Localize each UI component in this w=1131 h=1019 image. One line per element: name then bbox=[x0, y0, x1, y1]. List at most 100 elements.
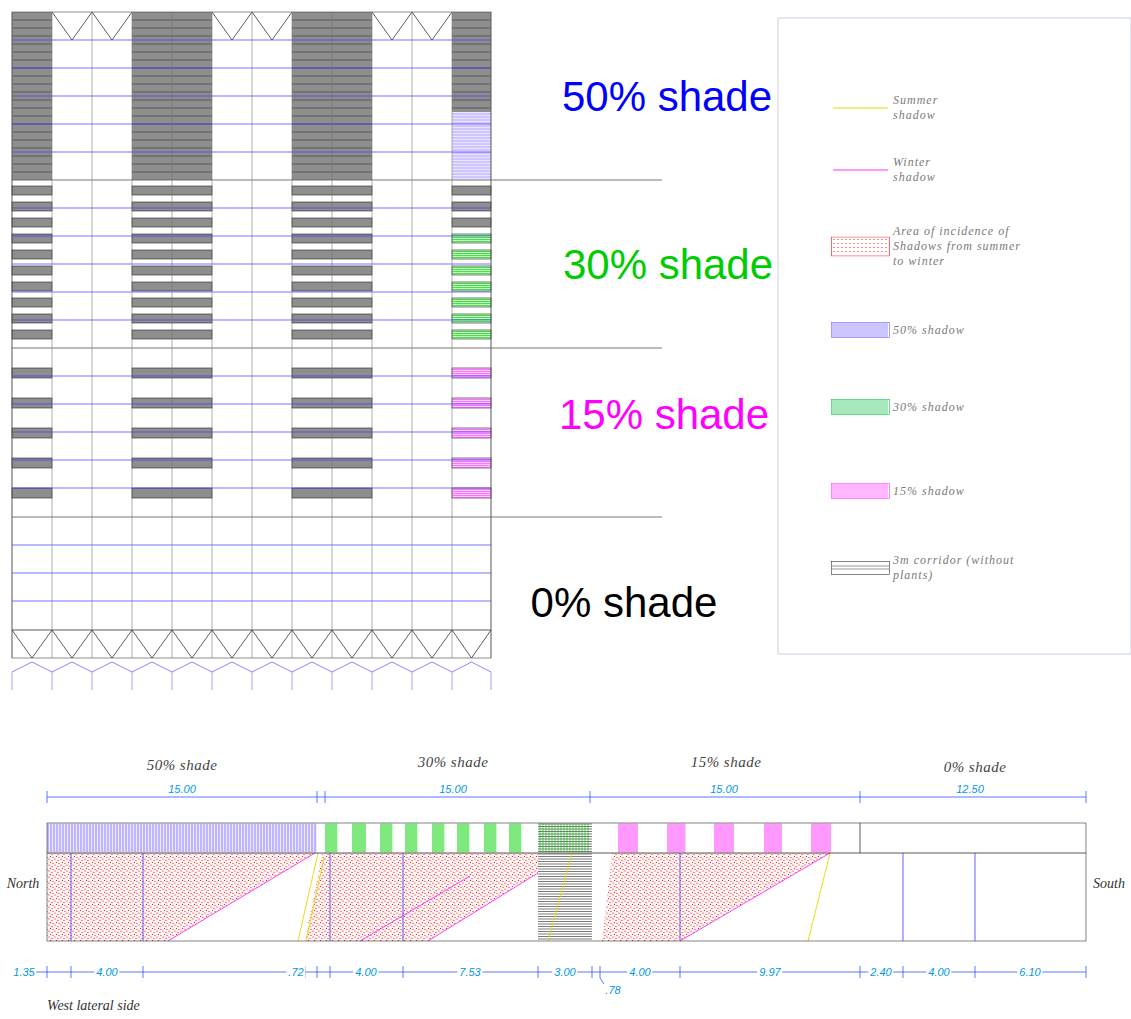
legend-corridor-line bbox=[832, 566, 889, 567]
grid-line bbox=[12, 376, 491, 377]
shade-hatch bbox=[171, 824, 172, 852]
shade-hatch bbox=[464, 824, 465, 852]
shade-hatch bbox=[437, 824, 438, 852]
shade-hatch bbox=[192, 824, 193, 852]
shade-hatch bbox=[355, 824, 356, 852]
shade-hatch bbox=[93, 824, 94, 852]
shade-hatch bbox=[279, 824, 280, 852]
shade-hatch bbox=[391, 824, 392, 852]
winter-shadow-line bbox=[680, 853, 830, 941]
shade-hatch bbox=[315, 824, 316, 852]
summer-shadow-line bbox=[548, 853, 572, 941]
shade-hatch bbox=[387, 824, 388, 852]
section-outline bbox=[47, 823, 1086, 941]
legend-dot bbox=[841, 250, 842, 251]
summer-shadow-line bbox=[298, 853, 318, 941]
legend-hatch-line bbox=[867, 484, 868, 498]
shade-hatch bbox=[365, 824, 366, 852]
grid-line bbox=[12, 404, 491, 405]
grid-line bbox=[12, 68, 491, 69]
shadow-area bbox=[47, 853, 315, 941]
legend-swatch bbox=[831, 236, 890, 256]
legend-dot bbox=[857, 238, 858, 239]
shade-hatch bbox=[631, 824, 632, 852]
legend-dot bbox=[869, 238, 870, 239]
legend-text: 30% shadow bbox=[893, 400, 1031, 415]
shade-hatch bbox=[228, 824, 229, 852]
shade-50-bench bbox=[452, 112, 491, 180]
shade-hatch bbox=[258, 824, 259, 852]
corridor-hatch bbox=[538, 904, 592, 905]
grid-line bbox=[12, 236, 491, 237]
shade-hatch bbox=[674, 824, 675, 852]
dimension-value: 4.00 bbox=[627, 966, 652, 978]
legend-hatch-line bbox=[855, 400, 856, 414]
legend-hatch-line bbox=[841, 400, 842, 414]
bench-strip bbox=[12, 398, 52, 408]
shade-hatch bbox=[222, 824, 223, 852]
dimension-value: 15.00 bbox=[166, 783, 198, 795]
gable-post bbox=[12, 672, 13, 690]
legend-dot bbox=[853, 250, 854, 251]
shade-hatch bbox=[282, 824, 283, 852]
shade-hatch bbox=[51, 824, 52, 852]
shade-hatch bbox=[452, 377, 491, 378]
shade-30-band bbox=[352, 823, 366, 853]
shade-hatch bbox=[264, 824, 265, 852]
shade-hatch bbox=[812, 824, 813, 852]
shade-hatch bbox=[452, 489, 491, 490]
column-line bbox=[332, 12, 333, 658]
legend-dot bbox=[845, 246, 846, 247]
legend-hatch-line bbox=[855, 484, 856, 498]
legend-hatch-line bbox=[833, 323, 834, 337]
shade-hatch bbox=[555, 824, 556, 852]
shade-hatch bbox=[576, 824, 577, 852]
shade-hatch bbox=[111, 824, 112, 852]
shade-30-band bbox=[325, 823, 338, 853]
shade-hatch bbox=[452, 315, 491, 316]
legend-text: Summer shadow bbox=[893, 93, 963, 123]
shade-hatch bbox=[676, 824, 677, 852]
shade-hatch bbox=[389, 824, 390, 852]
dimension-line bbox=[47, 797, 1086, 798]
corridor-hatch bbox=[538, 909, 592, 910]
shade-hatch bbox=[108, 824, 109, 852]
shade-hatch bbox=[270, 824, 271, 852]
shade-hatch bbox=[138, 824, 139, 852]
shade-hatch bbox=[105, 824, 106, 852]
shade-hatch bbox=[291, 824, 292, 852]
shade-hatch bbox=[489, 824, 490, 852]
legend-hatch-line bbox=[847, 323, 848, 337]
shade-hatch bbox=[334, 824, 335, 852]
shade-hatch bbox=[84, 824, 85, 852]
shade-hatch bbox=[452, 461, 491, 462]
bench-strip bbox=[452, 368, 491, 378]
legend-dot bbox=[877, 246, 878, 247]
column-line bbox=[172, 12, 173, 658]
legend-entry: Winter shadow bbox=[831, 155, 963, 185]
legend-hatch-line bbox=[883, 323, 884, 337]
gable-post bbox=[332, 672, 333, 690]
shade-hatch bbox=[670, 824, 671, 852]
shade-hatch bbox=[452, 465, 491, 466]
zone-label: 30% shade bbox=[563, 242, 773, 288]
legend-hatch-line bbox=[865, 484, 866, 498]
shade-hatch bbox=[237, 824, 238, 852]
shade-hatch bbox=[452, 337, 491, 338]
corridor-hatch bbox=[538, 926, 592, 927]
legend-hatch-line bbox=[839, 323, 840, 337]
floor-truss bbox=[132, 630, 172, 658]
legend-hatch-line bbox=[845, 484, 846, 498]
column-line bbox=[92, 12, 93, 658]
dimension-value: 12.50 bbox=[954, 783, 986, 795]
shade-hatch bbox=[682, 824, 683, 852]
bench-strip bbox=[452, 234, 491, 243]
dimension-tick bbox=[403, 966, 404, 978]
shade-hatch bbox=[452, 429, 491, 430]
legend-swatch bbox=[831, 160, 890, 180]
shade-hatch bbox=[433, 824, 434, 852]
shade-hatch bbox=[452, 317, 491, 318]
gable-outline bbox=[212, 662, 252, 672]
section-heading: 50% shade bbox=[147, 757, 218, 774]
shade-hatch bbox=[779, 824, 780, 852]
